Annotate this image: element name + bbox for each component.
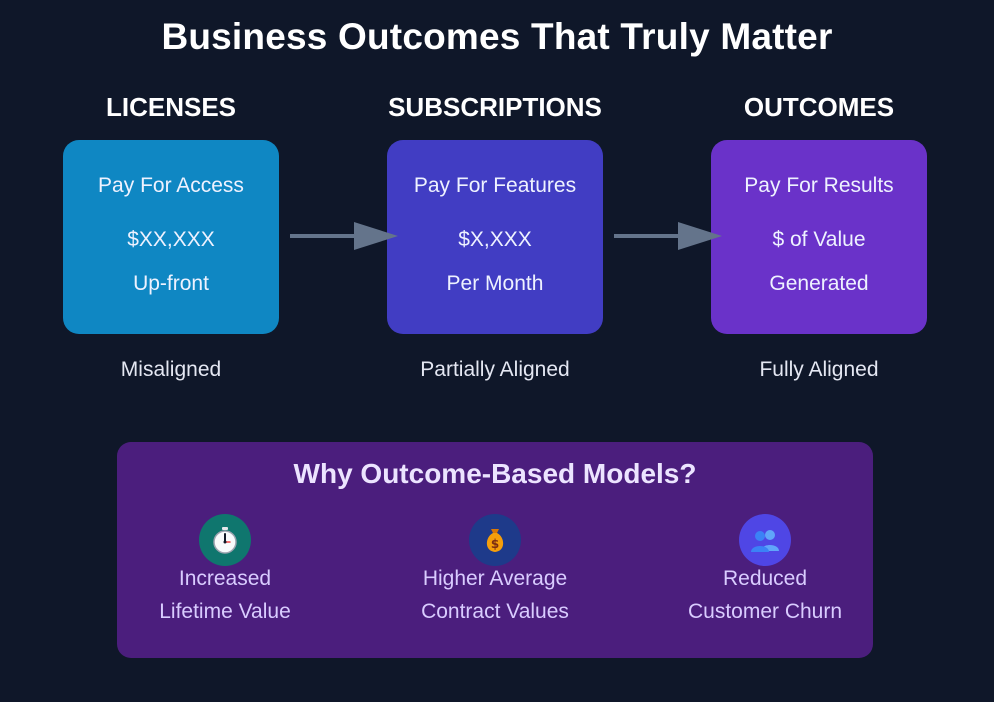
money-bag-icon: $ — [469, 514, 521, 566]
heading-subscriptions: SUBSCRIPTIONS — [388, 92, 602, 122]
benefit-line-2: Contract Values — [421, 600, 569, 623]
why-outcome-box: Why Outcome-Based Models? Increased Life… — [117, 442, 873, 658]
card-outcomes-line-3: Generated — [769, 272, 869, 295]
benefit-line-1: Higher Average — [422, 567, 568, 590]
card-subscriptions-line-1: Pay For Features — [413, 174, 577, 197]
card-licenses-line-2: $XX,XXX — [127, 228, 215, 251]
alignment-subscriptions: Partially Aligned — [420, 358, 570, 381]
card-subscriptions-line-2: $X,XXX — [458, 228, 532, 251]
card-subscriptions-line-3: Per Month — [446, 272, 544, 295]
benefit-line-1: Reduced — [722, 567, 808, 590]
card-outcomes-line-2: $ of Value — [772, 228, 866, 251]
page-title: Business Outcomes That Truly Matter — [161, 16, 833, 57]
card-outcomes-line-1: Pay For Results — [744, 174, 894, 197]
alignment-licenses: Misaligned — [120, 358, 222, 381]
benefit-line-2: Customer Churn — [687, 600, 843, 623]
benefit-customer-churn: Reduced Customer Churn — [655, 514, 875, 628]
card-outcomes: Pay For Results $ of Value Generated — [711, 140, 927, 334]
heading-outcomes: OUTCOMES — [743, 92, 895, 122]
card-licenses-line-3: Up-front — [133, 272, 209, 295]
benefit-contract-values: $ Higher Average Contract Values — [385, 514, 605, 628]
benefit-lifetime-value: Increased Lifetime Value — [115, 514, 335, 628]
card-licenses-line-1: Pay For Access — [98, 174, 244, 197]
svg-text:$: $ — [491, 537, 499, 551]
card-licenses: Pay For Access $XX,XXX Up-front — [63, 140, 279, 334]
stopwatch-icon — [199, 514, 251, 566]
alignment-outcomes: Fully Aligned — [759, 358, 879, 381]
benefit-line-2: Lifetime Value — [159, 600, 291, 623]
arrow-right-icon — [290, 222, 398, 250]
people-icon — [739, 514, 791, 566]
heading-licenses: LICENSES — [105, 92, 237, 122]
benefit-line-1: Increased — [178, 567, 272, 590]
why-title: Why Outcome-Based Models? — [293, 458, 697, 489]
card-subscriptions: Pay For Features $X,XXX Per Month — [387, 140, 603, 334]
arrow-right-icon — [614, 222, 722, 250]
